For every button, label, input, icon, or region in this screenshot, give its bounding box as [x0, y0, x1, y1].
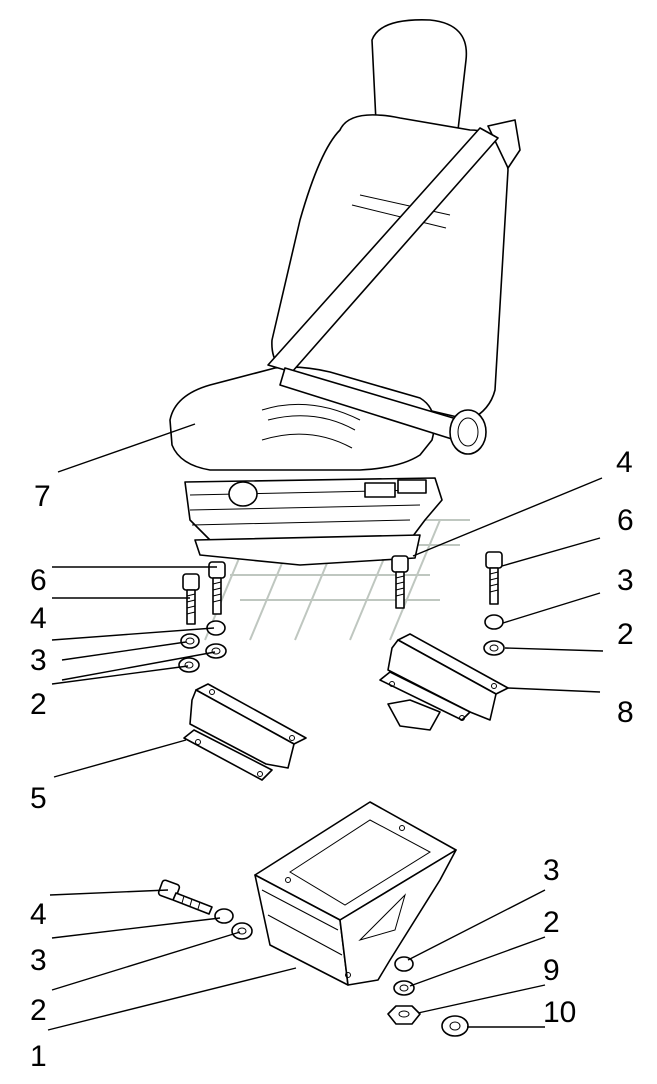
bolt-right-1: [391, 555, 409, 609]
flat-washer-left: [178, 643, 227, 673]
label-3-lower-left: 3: [30, 944, 47, 977]
label-5: 5: [30, 782, 47, 815]
label-6-right: 6: [617, 504, 634, 537]
bracket-right: [379, 633, 509, 731]
seat-assembly: [169, 19, 521, 566]
bolt-lower: [157, 879, 213, 915]
label-1: 1: [30, 1040, 47, 1073]
washers-right: [483, 614, 505, 656]
washers-lower-right: [393, 956, 415, 996]
seat-base-frame: [254, 801, 457, 986]
label-2-left: 2: [30, 688, 47, 721]
label-2-lower-right: 2: [543, 906, 560, 939]
washers-lower-left: [214, 908, 253, 940]
nut: [387, 1005, 421, 1025]
callout-labels: 7 4 6 3 2 8 6 4 3 2 5 4 3 2 1 3 2 9 10: [30, 446, 634, 1073]
label-3-lower-right: 3: [543, 854, 560, 887]
label-4-lower: 4: [30, 898, 47, 931]
label-3-right: 3: [617, 564, 634, 597]
label-9: 9: [543, 954, 560, 987]
label-2-lower-left: 2: [30, 994, 47, 1027]
bracket-left: [183, 683, 307, 781]
label-4-left: 4: [30, 602, 47, 635]
label-4-right: 4: [616, 446, 633, 479]
leader-lines: [47, 423, 604, 1031]
bolt-left-1: [182, 573, 200, 625]
lock-nut: [441, 1015, 469, 1037]
bolt-right-2: [485, 551, 503, 605]
spring-washer-left: [180, 620, 226, 649]
label-8: 8: [617, 696, 634, 729]
bolt-left-2: [208, 561, 226, 615]
label-6-left: 6: [30, 564, 47, 597]
label-7: 7: [34, 480, 51, 513]
label-10: 10: [543, 996, 576, 1029]
label-2-right: 2: [617, 618, 634, 651]
label-3-left: 3: [30, 644, 47, 677]
